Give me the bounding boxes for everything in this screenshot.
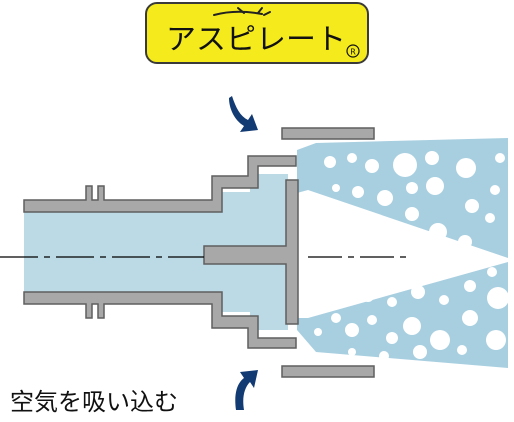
spray-bubble	[456, 158, 476, 178]
spray-bubble	[347, 153, 357, 163]
spray-bubble	[405, 207, 419, 221]
nozzle-body	[23, 127, 375, 378]
spray-bubble	[382, 220, 394, 232]
logo-sparkle-icon	[213, 7, 271, 16]
spray-bubble	[393, 153, 417, 177]
spray-bubble	[425, 151, 439, 165]
spray-bubble	[362, 290, 374, 302]
spray-bubble	[439, 295, 449, 305]
spray-bubble	[464, 280, 476, 292]
outer-wall-lower	[23, 291, 297, 349]
spray-bubbles	[314, 151, 509, 361]
registered-mark-circle	[346, 44, 360, 58]
spray-bubble	[367, 315, 377, 325]
spray-bubble	[495, 153, 505, 163]
liquid-main-channel	[24, 174, 288, 330]
air-inflow-top-arrow	[229, 96, 258, 132]
spray-bubble	[411, 285, 425, 299]
spray-bubble	[377, 190, 393, 206]
spray-bubble	[314, 328, 322, 336]
air-inflow-bottom-arrow	[235, 370, 258, 410]
spray-bubble	[379, 351, 389, 361]
spray-bubble	[348, 348, 356, 356]
logo-badge: アスピレート R	[145, 2, 369, 64]
spray-bubble	[429, 223, 447, 241]
curved-arrow-icon	[229, 96, 258, 132]
spray-bubble	[406, 182, 418, 194]
spray-bubble	[352, 186, 364, 198]
spray-bubble	[324, 156, 336, 168]
air-cap-upper	[281, 127, 375, 140]
spray-bubble	[485, 213, 495, 223]
spray-bubble	[444, 260, 460, 276]
spray-bubble	[365, 159, 379, 173]
center-needle	[203, 179, 299, 325]
logo-badge-background	[145, 2, 369, 64]
spray-bubble	[426, 177, 444, 195]
spray-cone-lower	[297, 262, 508, 368]
spray-plume	[297, 138, 509, 368]
liquid-flow	[24, 174, 288, 330]
spray-bubble	[457, 345, 467, 355]
spray-bubble	[486, 330, 506, 350]
air-intake-caption: 空気を吸い込む	[10, 388, 178, 416]
spray-bubble	[345, 323, 359, 337]
spray-bubble	[413, 345, 427, 359]
spray-bubble	[403, 317, 421, 335]
spray-bubble	[332, 184, 340, 192]
spray-bubble	[430, 330, 450, 350]
curved-arrow-icon	[235, 370, 258, 410]
registered-mark: R	[350, 48, 356, 57]
spray-bubble	[490, 185, 500, 195]
spray-bubble	[357, 211, 367, 221]
spray-bubble	[387, 297, 397, 307]
outer-wall-upper	[23, 155, 297, 213]
spray-bubble	[386, 332, 398, 344]
air-cap-lower	[281, 365, 375, 378]
spray-bubble	[458, 235, 472, 249]
logo-text: アスピレート	[166, 22, 346, 56]
spray-bubble	[462, 310, 478, 326]
spray-bubble	[487, 267, 497, 277]
spray-bubble	[487, 287, 509, 309]
spray-bubble	[465, 199, 479, 213]
spray-cone-upper	[297, 138, 508, 258]
spray-bubble	[331, 313, 341, 323]
